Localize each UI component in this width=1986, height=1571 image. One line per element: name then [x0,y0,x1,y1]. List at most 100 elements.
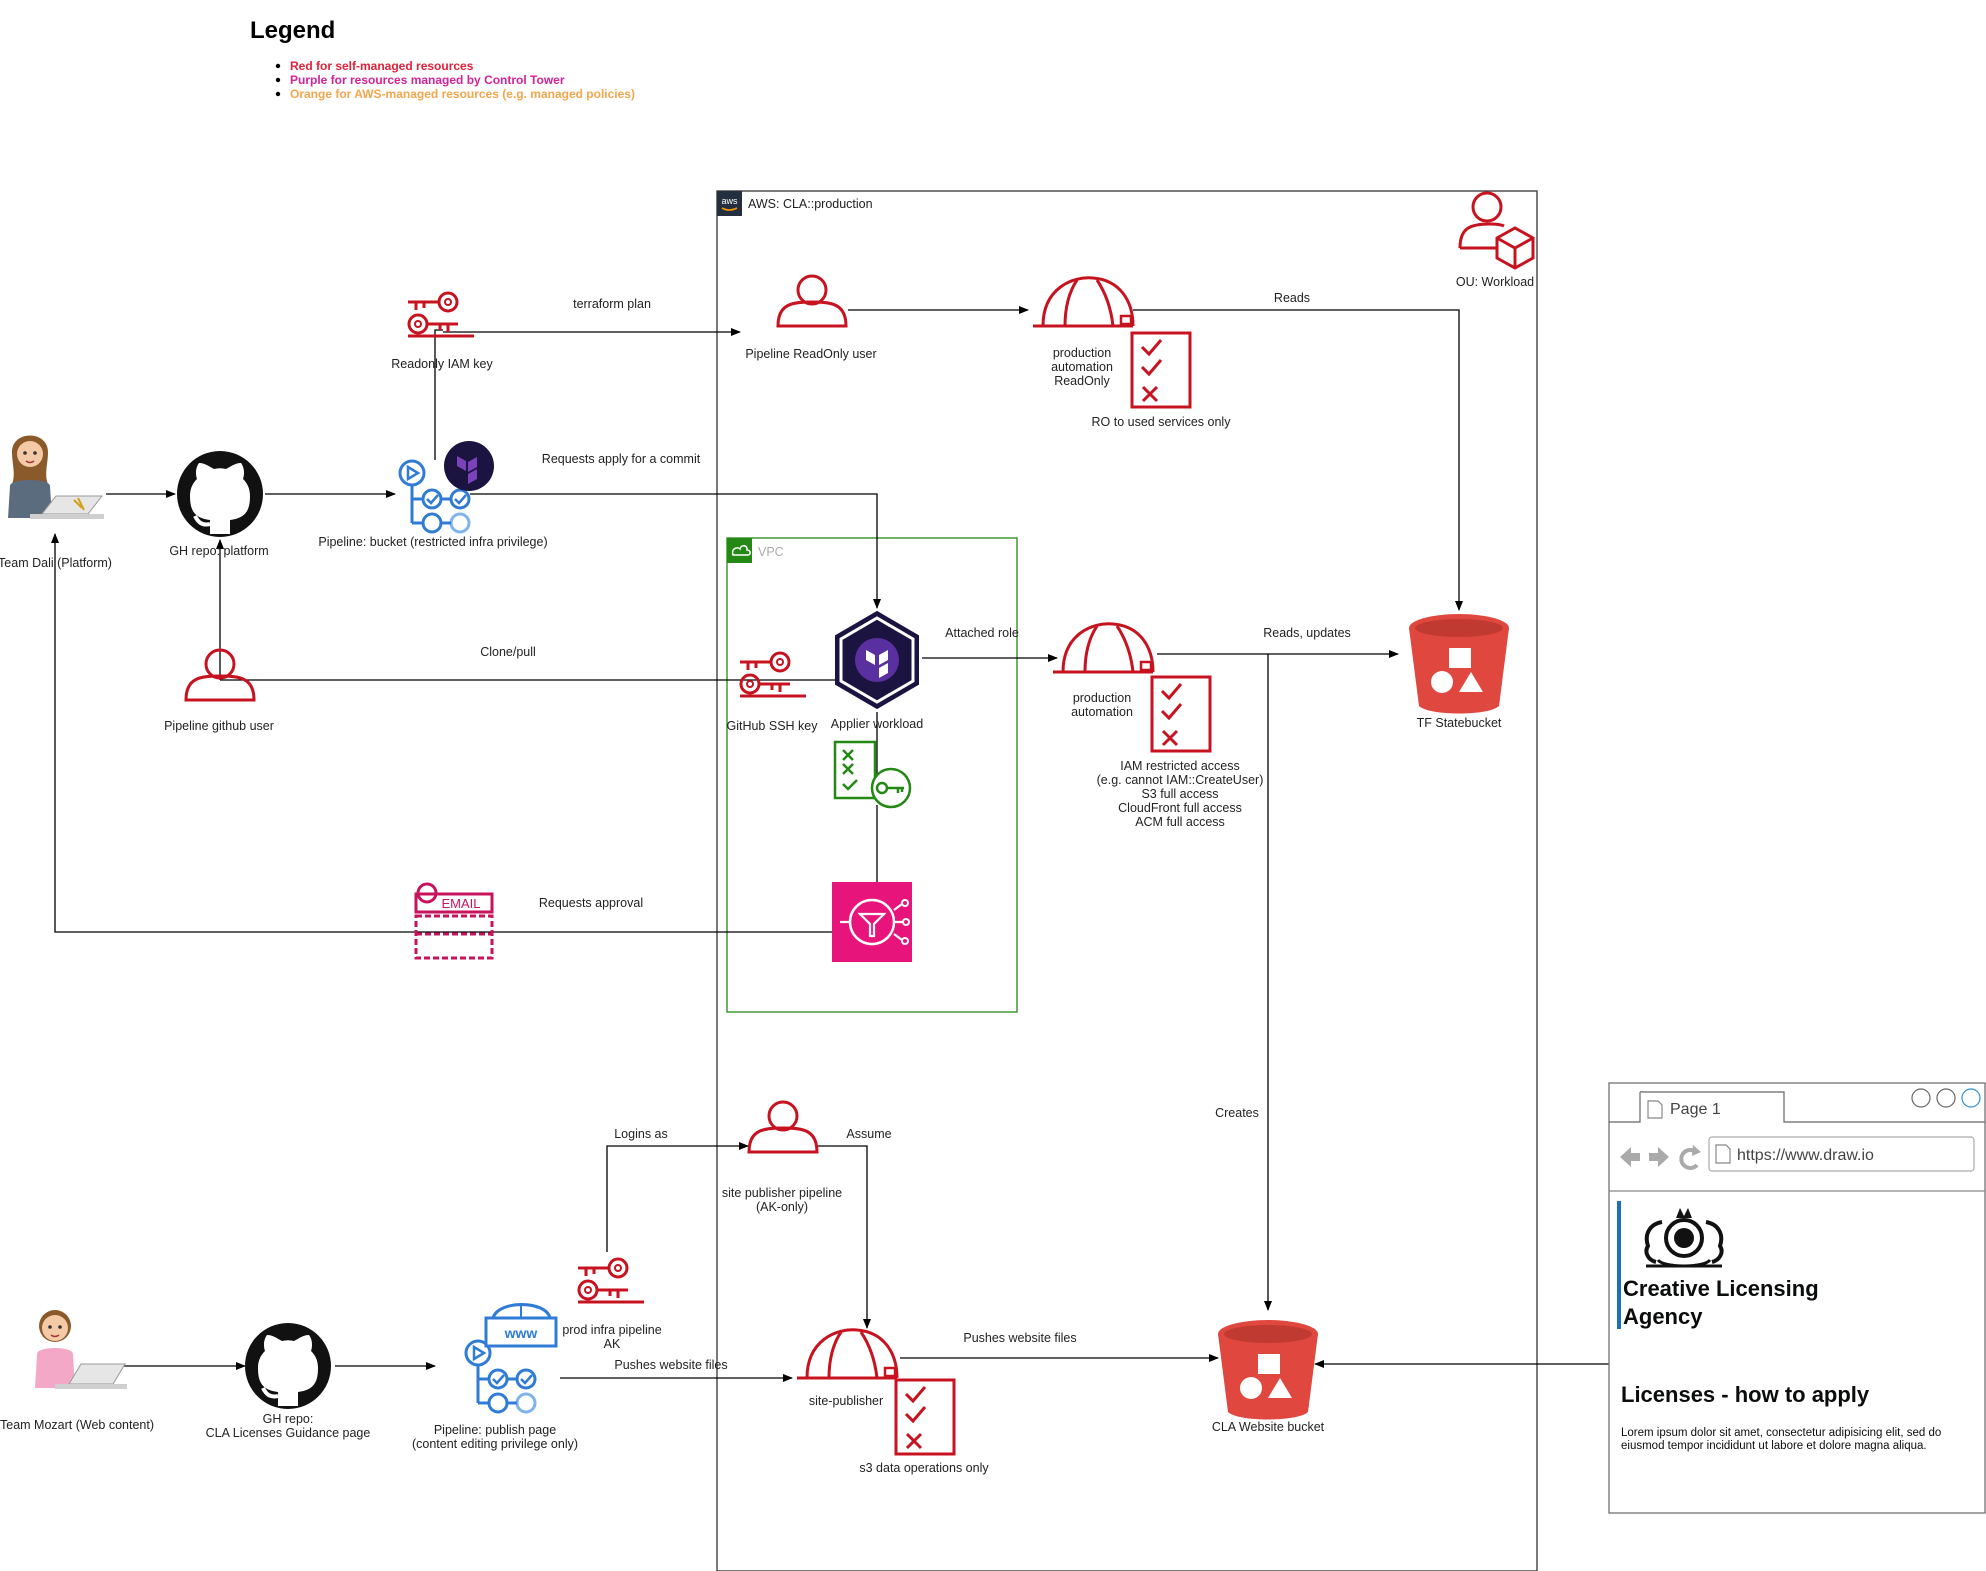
back-arrow-icon[interactable] [1620,1147,1640,1167]
tf-statebucket-node[interactable]: TF Statebucket [1409,614,1509,730]
pipeline-icon [464,1339,537,1414]
iam-note-2: (e.g. cannot IAM::CreateUser) [1097,773,1264,787]
page-tab[interactable]: Page 1 [1647,1100,1721,1119]
vpc-label: VPC [758,545,784,559]
legend-item-orange: Orange for AWS-managed resources (e.g. m… [290,87,635,101]
edge-logins-as [606,1142,749,1252]
label-requests-approval: Requests approval [539,896,643,910]
s3-note: s3 data operations only [859,1461,989,1475]
address-url: https://www.draw.io [1737,1147,1874,1164]
legend: Legend Red for self-managed resources Pu… [250,17,635,101]
body-line-1: Lorem ipsum dolor sit amet, consectetur … [1621,1427,1941,1439]
aws-account-label: AWS: CLA::production [748,197,873,211]
s3-bucket-icon [1409,614,1509,714]
label-logins-as: Logins as [614,1127,668,1141]
legend-item-red: Red for self-managed resources [290,59,474,73]
cla-website-bucket-label: CLA Website bucket [1212,1420,1325,1434]
site-publisher-pipeline-node[interactable]: site publisher pipeline (AK-only) [722,1100,842,1214]
readonly-iam-key-node[interactable]: Readonly IAM key [391,291,493,371]
pipeline-bucket-label: Pipeline: bucket (restricted infra privi… [318,535,547,549]
pipeline-publish-node[interactable]: www Pipeline: publish page (content edit… [412,1303,578,1451]
iam-note-4: CloudFront full access [1118,801,1242,815]
label-reads-updates: Reads, updates [1263,626,1351,640]
applier-workload-node[interactable]: Applier workload [831,610,923,731]
www-icon: www [484,1303,558,1348]
prod-automation-readonly-label-1: production [1053,346,1111,360]
iam-note-5: ACM full access [1135,815,1225,829]
address-bar[interactable]: https://www.draw.io [1708,1136,1975,1172]
email-node[interactable]: EMAIL [414,882,494,960]
helmet-icon [795,1328,899,1380]
prod-infra-ak-label-2: AK [604,1337,621,1351]
github-icon [243,1321,333,1411]
label-attached-role: Attached role [945,626,1019,640]
edge-reads [1133,309,1463,611]
team-dali-node[interactable]: Team Dali (Platform) [0,434,112,571]
svg-text:aws: aws [721,196,738,206]
legend-item-purple: Purple for resources managed by Control … [290,73,565,87]
org-name-line-1: Creative Licensing [1623,1276,1819,1301]
tab-label: Page 1 [1670,1101,1721,1118]
github-ssh-key-node[interactable]: GitHub SSH key [726,651,818,733]
email-icon [414,882,494,960]
reload-icon[interactable] [1679,1145,1701,1170]
prod-automation-label-2: automation [1071,705,1133,719]
checklist-icon [894,1378,956,1456]
window-maximize-icon[interactable] [1936,1088,1956,1108]
ou-workload-node[interactable]: OU: Workload [1456,191,1535,289]
site-publisher-node[interactable]: site-publisher s3 data operations only [795,1328,989,1475]
pipeline-bucket-node[interactable]: Pipeline: bucket (restricted infra privi… [318,441,548,549]
label-terraform-plan: terraform plan [573,297,651,311]
forward-arrow-icon[interactable] [1649,1147,1669,1167]
gh-repo-cla-label-2: CLA Licenses Guidance page [206,1426,371,1440]
gh-repo-cla-label-1: GH repo: [263,1412,314,1426]
user-icon [776,274,848,328]
prod-automation-readonly-node[interactable]: production automation ReadOnly RO to use… [1031,276,1231,429]
browser-window[interactable]: Page 1 https://www.draw.io Creative Lice… [1608,1082,1986,1514]
s3-bucket-icon [1218,1320,1318,1420]
iam-note-1: IAM restricted access [1120,759,1239,773]
tf-statebucket-label: TF Statebucket [1417,716,1502,730]
edge-terraform-plan [434,330,740,460]
pipeline-readonly-user-label: Pipeline ReadOnly user [745,347,876,361]
pipeline-readonly-user-node[interactable]: Pipeline ReadOnly user [745,274,877,361]
terraform-icon [444,441,494,491]
approval-workflow-node[interactable] [832,882,912,962]
keys-icon [738,651,808,698]
page-icon [1647,1100,1663,1119]
readonly-iam-key-label: Readonly IAM key [391,357,493,371]
github-icon [175,449,265,539]
iam-note-3: S3 full access [1141,787,1218,801]
woman-at-laptop-icon [35,1310,127,1389]
window-close-icon[interactable] [1961,1088,1981,1108]
team-mozart-label: Team Mozart (Web content) [0,1418,154,1432]
page-icon [1715,1144,1731,1164]
label-clone-pull: Clone/pull [480,645,536,659]
cla-website-bucket-node[interactable]: CLA Website bucket [1212,1320,1325,1434]
legend-title: Legend [250,17,335,44]
label-reads: Reads [1274,291,1310,305]
team-mozart-node[interactable]: Team Mozart (Web content) [0,1310,154,1432]
pipeline-github-user-node[interactable]: Pipeline github user [164,648,274,733]
page-heading: Licenses - how to apply [1621,1382,1870,1407]
label-creates: Creates [1215,1106,1259,1120]
vpc-group[interactable]: VPC [726,537,1018,1013]
label-assume: Assume [846,1127,891,1141]
prod-infra-ak-node[interactable]: prod infra pipeline AK [562,1257,662,1351]
prod-automation-node[interactable]: production automation IAM restricted acc… [1051,622,1264,829]
window-minimize-icon[interactable] [1911,1088,1931,1108]
prod-automation-readonly-label-3: ReadOnly [1054,374,1110,388]
github-ssh-key-label: GitHub SSH key [726,719,818,733]
helmet-icon [1031,276,1135,328]
prod-automation-label-1: production [1073,691,1131,705]
team-dali-label: Team Dali (Platform) [0,556,112,570]
gh-repo-platform-node[interactable]: GH repo: platform [169,449,269,558]
ou-workload-label: OU: Workload [1456,275,1534,289]
royal-coat-of-arms-icon [1644,1208,1724,1268]
label-pushes-website-files-2: Pushes website files [963,1331,1076,1345]
aws-account-group[interactable]: aws AWS: CLA::production [716,190,1538,1571]
checklist-icon [1150,675,1212,753]
gh-repo-cla-node[interactable]: GH repo: CLA Licenses Guidance page [206,1321,371,1440]
org-name-line-2: Agency [1623,1304,1703,1329]
label-pushes-website-files-1: Pushes website files [614,1358,727,1372]
